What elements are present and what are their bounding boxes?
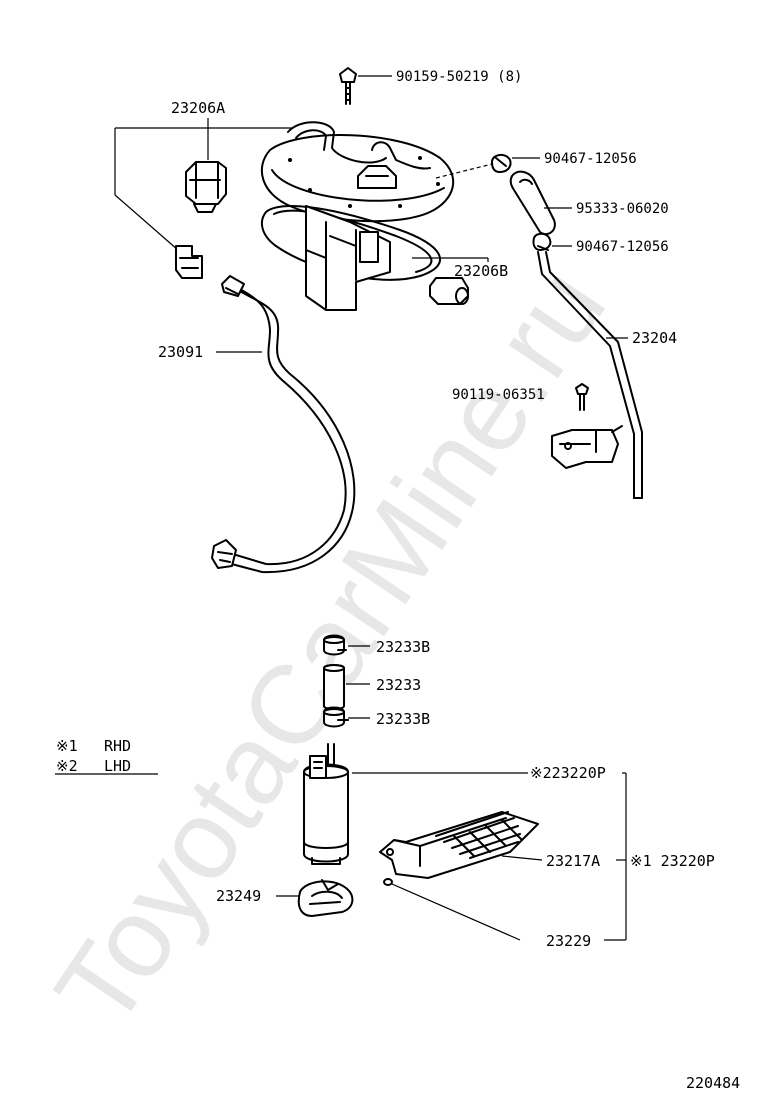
label-pipe: 23091 — [158, 343, 203, 361]
legend-lhd-mark: ※2 — [56, 757, 78, 775]
bolt-top-icon — [339, 67, 357, 105]
label-sender: 23206A — [171, 99, 225, 117]
label-tube: 23204 — [632, 329, 677, 347]
label-clamp-lower: 90467-12056 — [576, 239, 669, 255]
label-cushion-bottom: 23233B — [376, 710, 430, 728]
leader-filter — [501, 855, 543, 861]
legend-rhd-mark: ※1 — [56, 737, 78, 755]
clamp-lower-icon — [532, 232, 552, 251]
bolt-mid-icon — [575, 383, 589, 411]
label-pump-lhd: ※223220P — [530, 764, 606, 782]
cushion-tube-icon — [323, 664, 345, 710]
label-filter: 23217A — [546, 852, 600, 870]
fuel-pipe-icon — [211, 275, 356, 574]
clip-icon — [383, 878, 393, 886]
label-pump-rhd: ※1 23220P — [630, 852, 715, 870]
diagram-id: 220484 — [686, 1074, 740, 1092]
dash-clamp-link — [435, 163, 493, 179]
label-cushion-tube: 23233 — [376, 676, 421, 694]
label-hose: 95333-06020 — [576, 201, 669, 217]
fuel-sender-plate-icon — [260, 121, 469, 311]
legend-lhd-text: LHD — [104, 757, 131, 775]
label-clamp-upper: 90467-12056 — [544, 151, 637, 167]
leader-clip — [391, 883, 521, 941]
fuel-filter-icon — [379, 811, 539, 879]
leader-sender-to-plug — [114, 194, 179, 251]
cushion-top-icon — [323, 634, 347, 656]
sender-plug-icon — [175, 245, 203, 279]
label-bolt-top: 90159-50219 (8) — [396, 69, 522, 85]
fuel-pump-icon — [303, 743, 349, 865]
label-holder: 23249 — [216, 887, 261, 905]
tube-icon — [537, 251, 643, 499]
legend-rhd-text: RHD — [104, 737, 131, 755]
sender-connector-icon — [185, 161, 227, 213]
cushion-bottom-icon — [323, 706, 349, 728]
label-gasket: 23206B — [454, 262, 508, 280]
label-cushion-top: 23233B — [376, 638, 430, 656]
label-clip: 23229 — [546, 932, 591, 950]
label-bolt-mid: 90119-06351 — [452, 387, 545, 403]
hose-icon — [509, 170, 556, 236]
pump-holder-icon — [297, 879, 354, 917]
clamp-upper-icon — [491, 154, 512, 173]
